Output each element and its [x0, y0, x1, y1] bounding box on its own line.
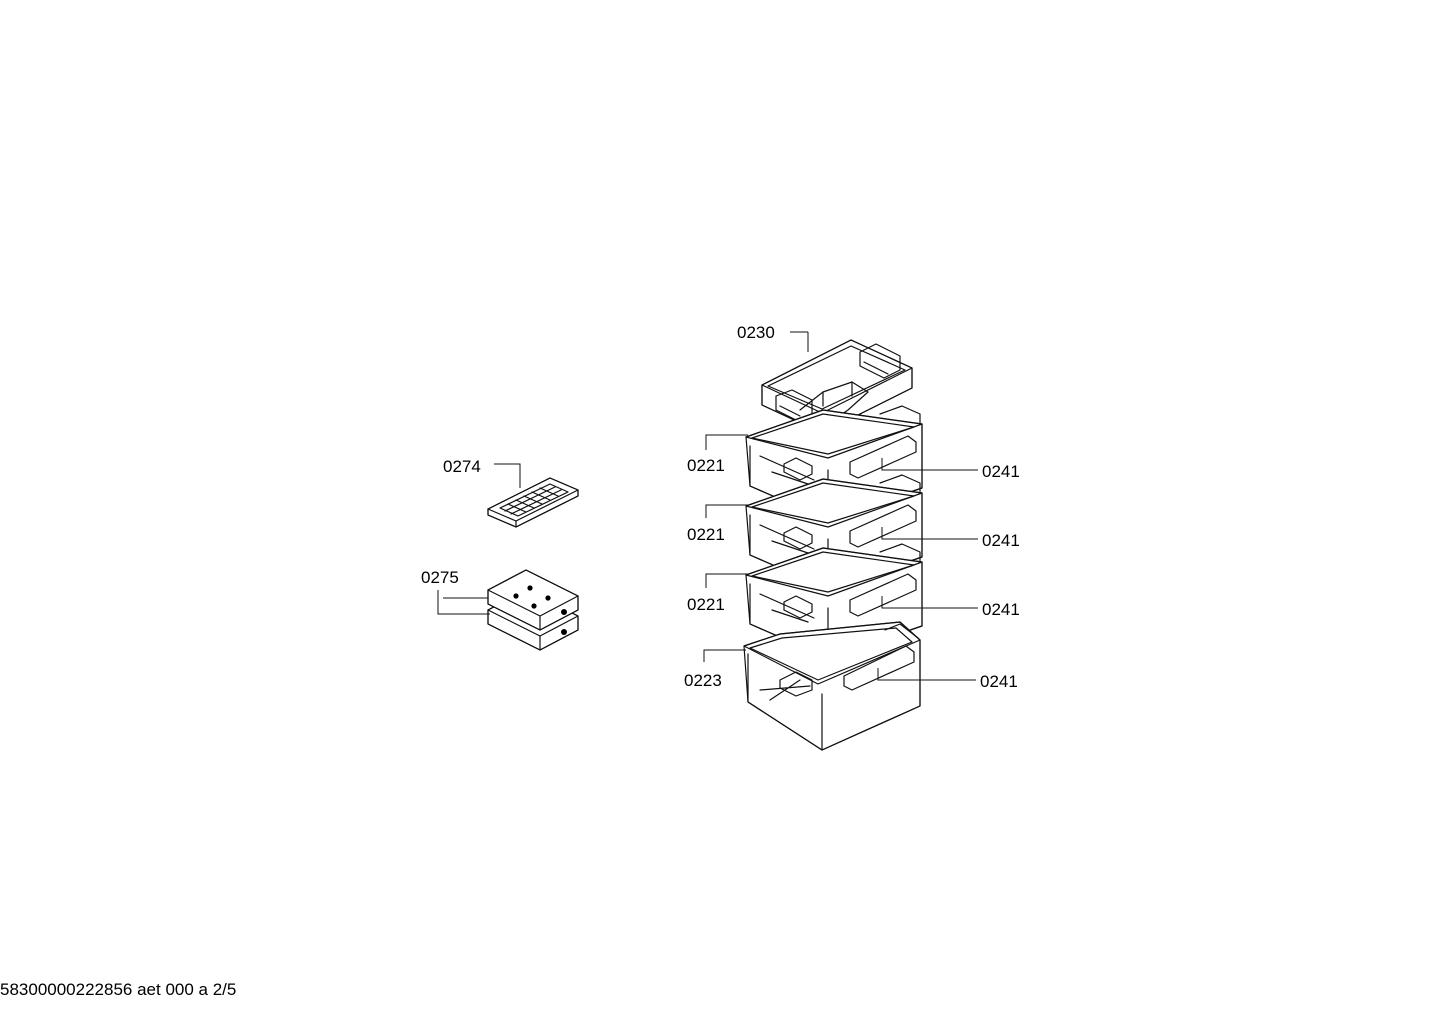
- callout-0230: 0230: [737, 323, 775, 342]
- leader-line-0275-lower: [437, 590, 490, 615]
- callout-0221-top: 0221: [687, 456, 725, 475]
- leader-line-0274: [494, 463, 521, 488]
- leader-line-0241-4: [877, 668, 976, 681]
- leader-line-0241-1: [881, 458, 978, 471]
- document-id: 58300000222856 aet 000 a 2/5: [0, 980, 237, 999]
- leader-line-0241-2: [881, 527, 978, 540]
- callout-0241-2: 0241: [982, 531, 1020, 550]
- leader-line-0221-top: [705, 434, 748, 450]
- ice-tray-0274: [487, 477, 579, 528]
- callout-0241-4: 0241: [980, 672, 1018, 691]
- callout-0221-mid: 0221: [687, 525, 725, 544]
- callout-0221-low: 0221: [687, 595, 725, 614]
- callout-0241-1: 0241: [982, 462, 1020, 481]
- leader-line-0241-3: [881, 596, 978, 609]
- drawer-0223: [743, 621, 921, 751]
- leader-line-0223: [703, 649, 746, 662]
- leader-line-0221-low: [705, 573, 748, 588]
- callout-0274: 0274: [443, 457, 481, 476]
- cold-pack-0275-upper: [487, 569, 579, 631]
- callout-0241-3: 0241: [982, 600, 1020, 619]
- leader-line-0221-mid: [705, 504, 748, 518]
- callout-0275: 0275: [421, 568, 459, 587]
- callout-0223: 0223: [684, 671, 722, 690]
